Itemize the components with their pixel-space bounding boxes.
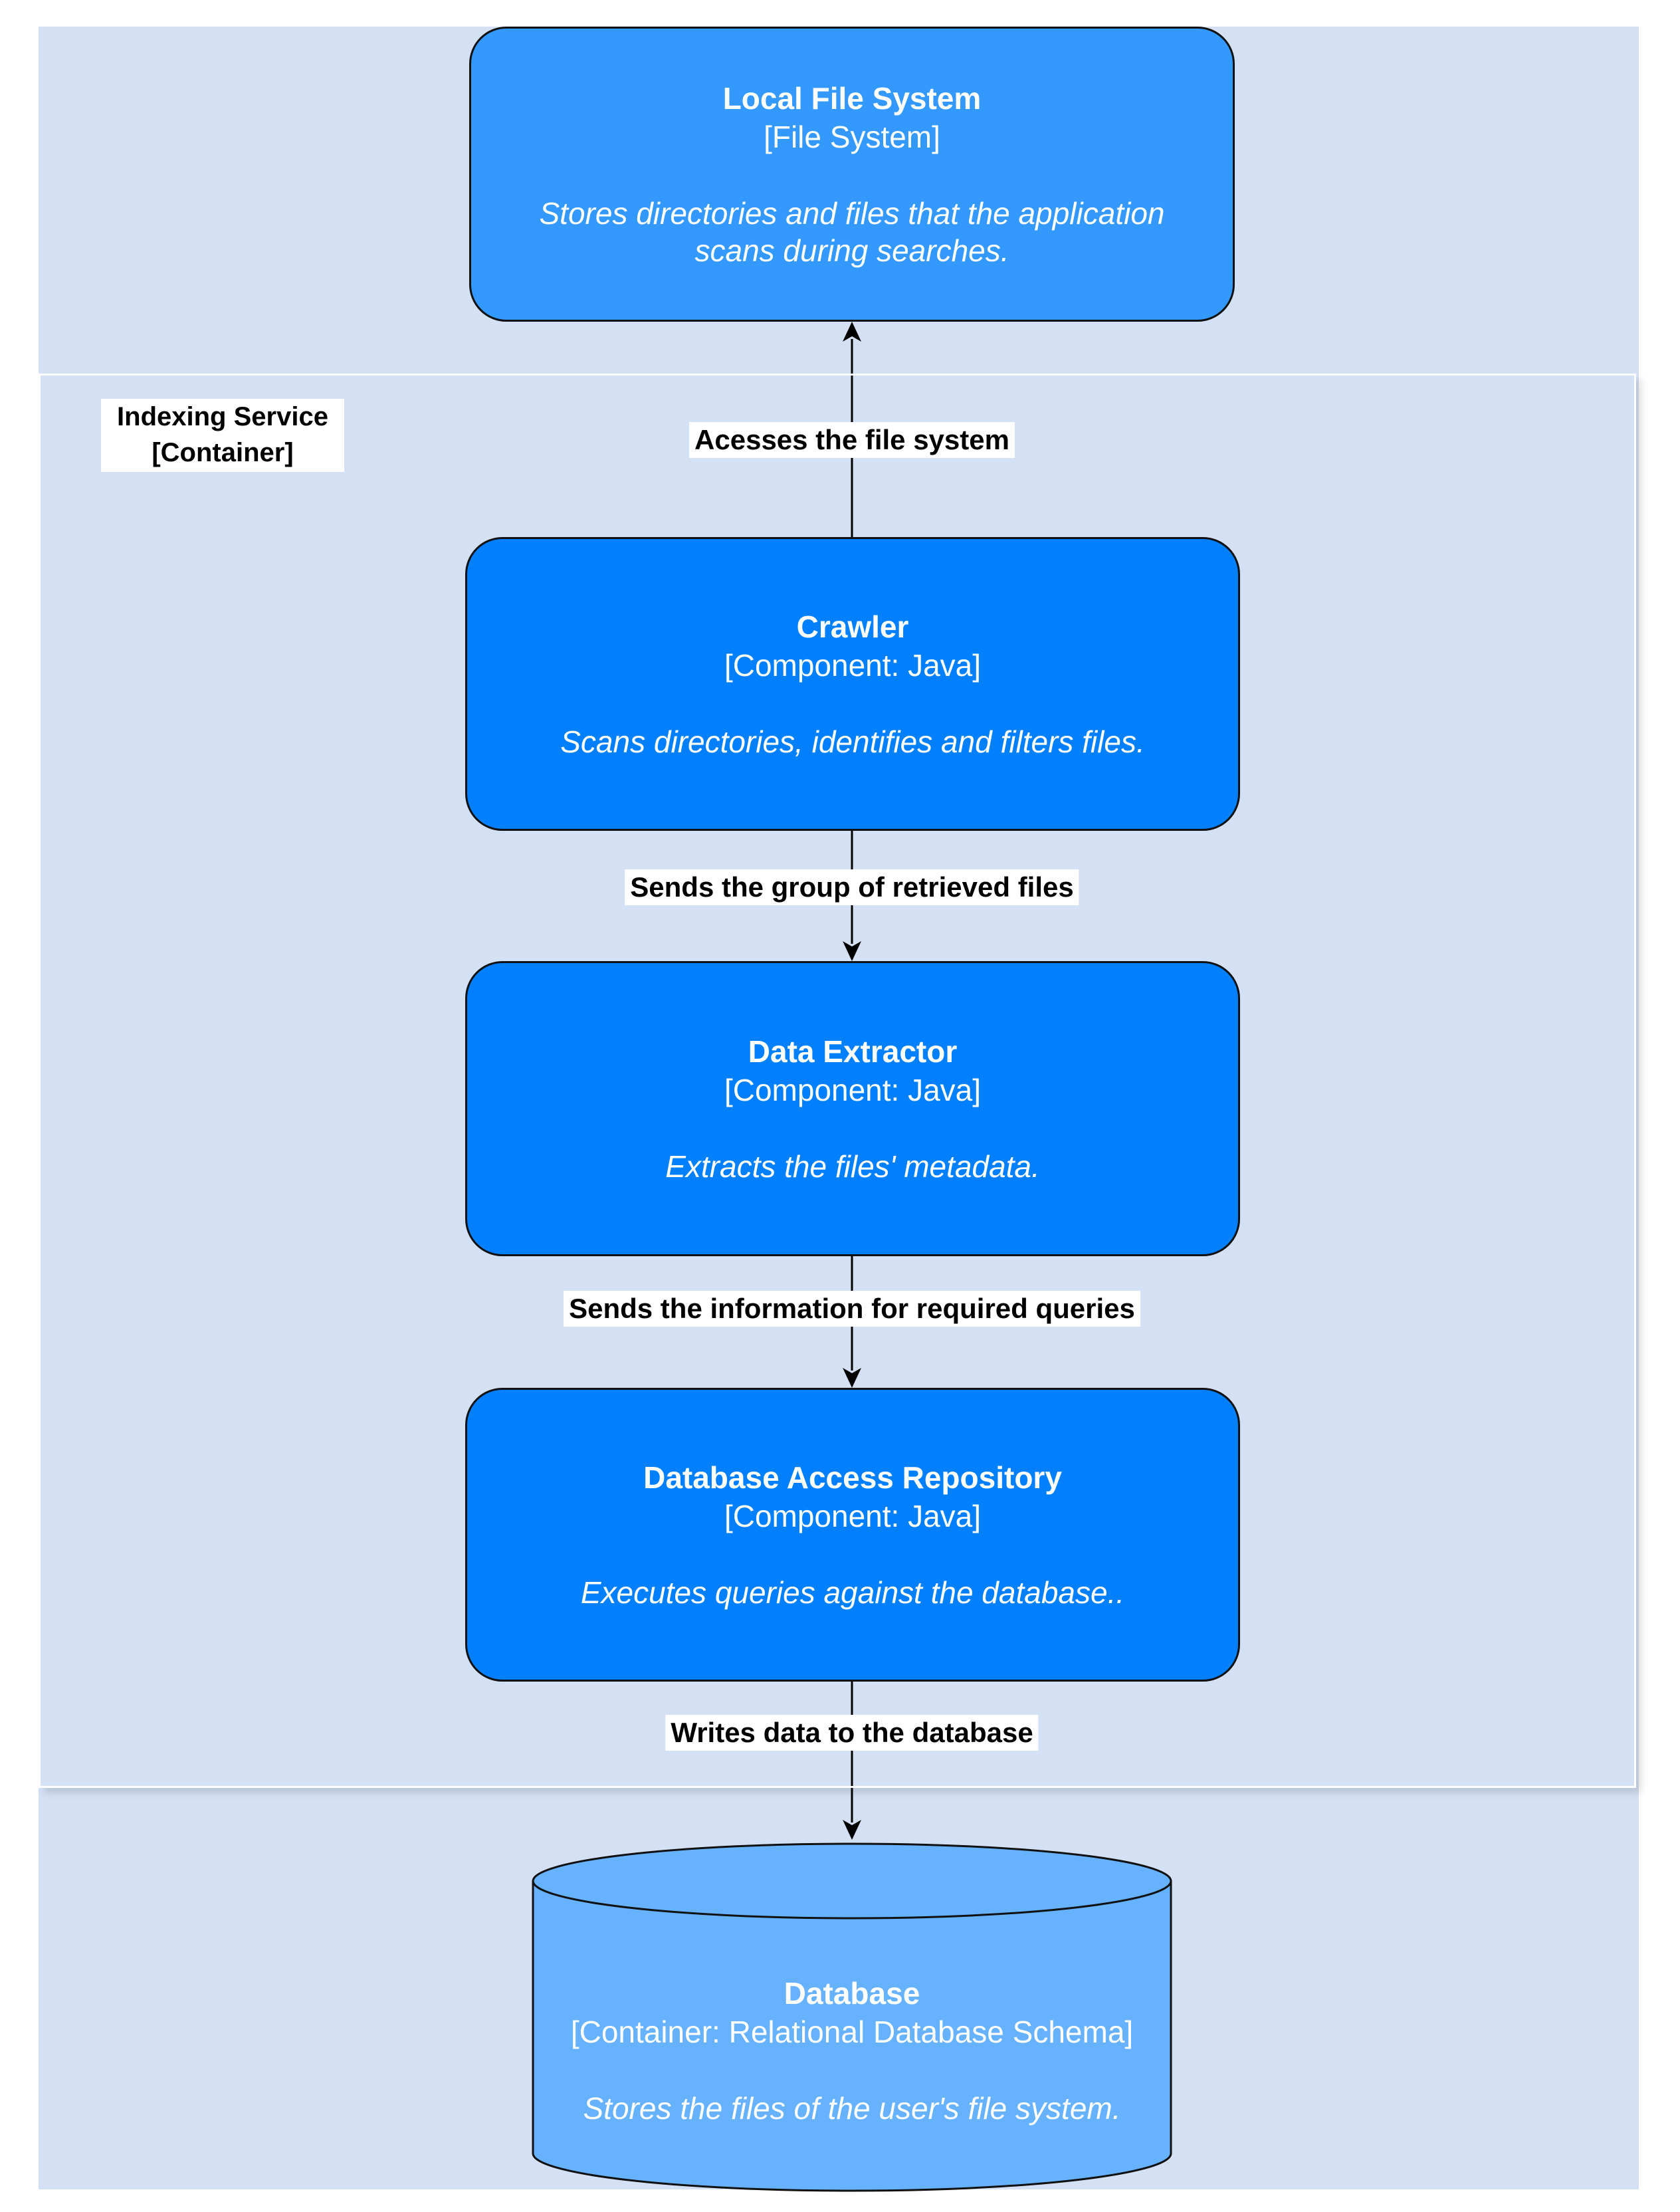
boundary-name: Indexing Service	[117, 402, 328, 431]
node-name: Local File System	[722, 81, 982, 116]
node-desc: Stores the files of the user's file syst…	[583, 2091, 1121, 2126]
edge-label-repo-to-db: Writes data to the database	[665, 1715, 1039, 1751]
node-tech: [File System]	[764, 120, 940, 154]
arrowhead-repo	[843, 1368, 861, 1388]
node-database-access-repository[interactable]: Database Access Repository [Component: J…	[465, 1388, 1240, 1682]
node-data-extractor[interactable]: Data Extractor [Component: Java] Extract…	[465, 961, 1240, 1256]
node-name: Database	[784, 1976, 920, 2011]
node-tech: [Component: Java]	[724, 1073, 982, 1107]
arrowhead-extractor	[843, 941, 861, 961]
node-desc: Extracts the files' metadata.	[665, 1149, 1040, 1184]
node-tech: [Component: Java]	[724, 1499, 982, 1533]
node-name: Database Access Repository	[643, 1460, 1062, 1495]
node-local-file-system[interactable]: Local File System [File System] Stores d…	[469, 27, 1235, 322]
arrowhead-fs	[843, 322, 861, 342]
node-crawler[interactable]: Crawler [Component: Java] Scans director…	[465, 537, 1240, 831]
node-desc: Stores directories and files that the ap…	[539, 196, 1165, 268]
node-tech: [Component: Java]	[724, 648, 982, 683]
indexing-service-boundary	[39, 374, 1636, 1788]
node-desc: Executes queries against the database..	[580, 1575, 1125, 1610]
node-name: Crawler	[796, 609, 909, 644]
node-desc: Scans directories, identifies and filter…	[560, 724, 1145, 759]
node-tech: [Container: Relational Database Schema]	[570, 2015, 1134, 2049]
edge-label-extractor-to-repo: Sends the information for required queri…	[564, 1291, 1140, 1327]
edge-label-crawler-to-fs: Acesses the file system	[689, 422, 1015, 458]
boundary-label: Indexing Service [Container]	[101, 399, 344, 472]
boundary-type: [Container]	[152, 438, 294, 467]
node-database[interactable]: Database [Container: Relational Database…	[532, 1954, 1172, 2147]
edge-label-crawler-to-extractor: Sends the group of retrieved files	[625, 869, 1079, 905]
node-name: Data Extractor	[748, 1034, 958, 1069]
database-cylinder	[532, 1842, 1172, 2192]
arrowhead-db	[843, 1820, 861, 1840]
